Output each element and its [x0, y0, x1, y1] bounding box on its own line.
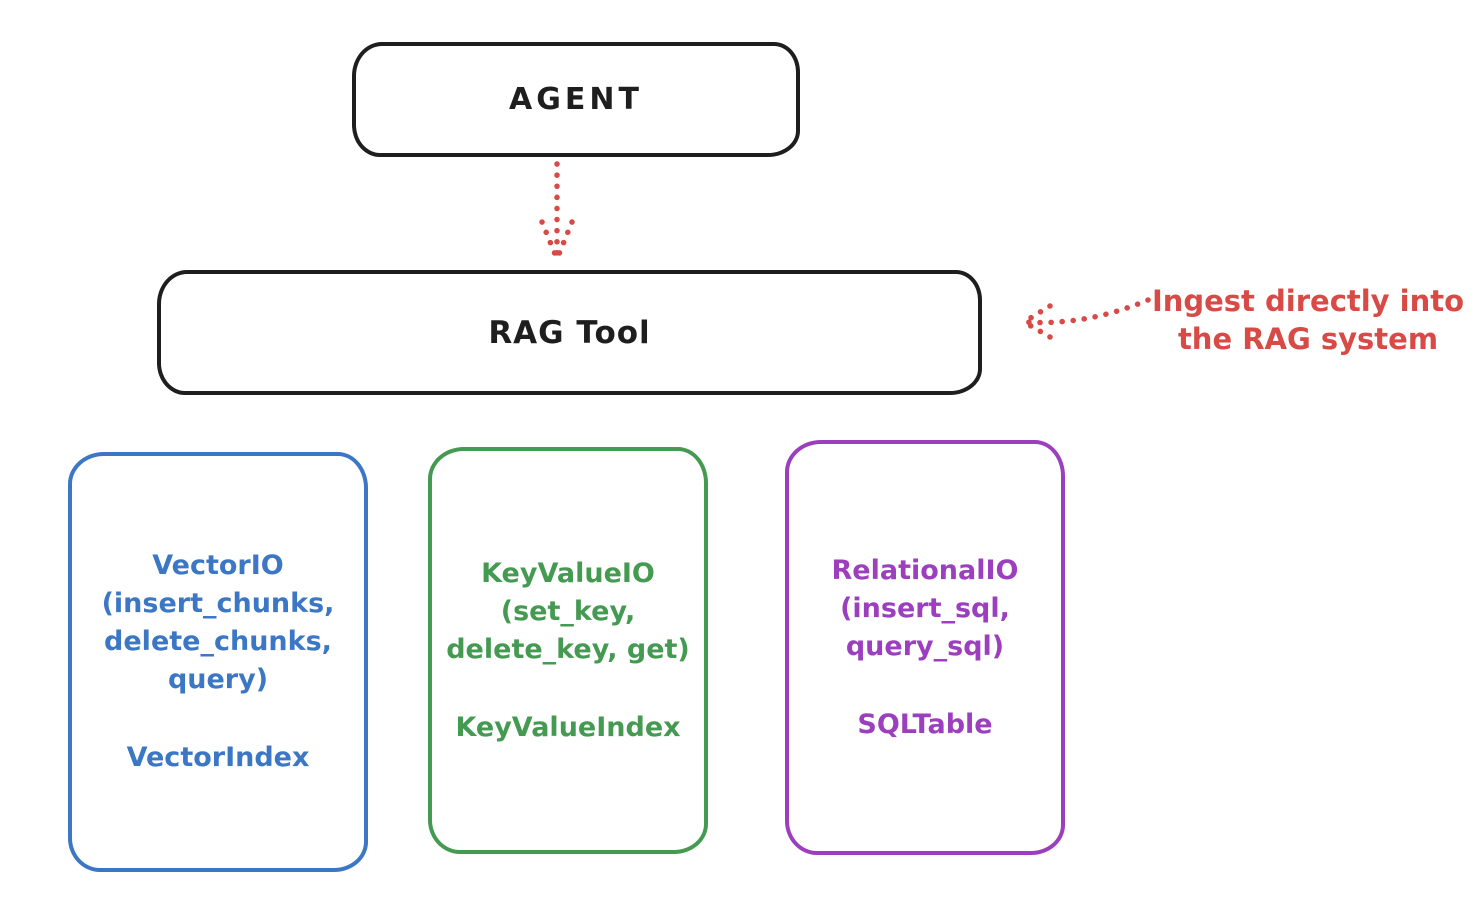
ingest-annotation-line2: the RAG system	[1177, 322, 1439, 356]
keyvalue-io-api-label: KeyValueIO (set_key, delete_key, get)	[446, 557, 690, 665]
agent-label: AGENT	[509, 82, 643, 117]
rag-tool-label: RAG Tool	[488, 314, 651, 351]
dotted-down-arrow-icon	[539, 161, 575, 262]
ingest-arrow	[1008, 278, 1154, 340]
rag-tool-box: RAG Tool	[157, 270, 982, 395]
sql-table-label: SQLTable	[857, 708, 993, 740]
vector-io-box: VectorIO (insert_chunks, delete_chunks, …	[68, 452, 368, 872]
ingest-annotation-line1: Ingest directly into	[1151, 284, 1465, 318]
vector-io-api-label: VectorIO (insert_chunks, delete_chunks, …	[101, 550, 335, 695]
dotted-left-arrow-icon	[1021, 297, 1151, 340]
keyvalue-index-label: KeyValueIndex	[455, 711, 681, 743]
relational-io-box: RelationalIO (insert_sql, query_sql) SQL…	[785, 440, 1065, 855]
agent-to-ragtool-arrow	[535, 158, 579, 268]
relational-io-api-label: RelationalIO (insert_sql, query_sql)	[831, 554, 1019, 662]
ingest-annotation: Ingest directly into the RAG system	[1138, 282, 1478, 358]
keyvalue-io-box: KeyValueIO (set_key, delete_key, get) Ke…	[428, 447, 708, 854]
vector-index-label: VectorIndex	[126, 742, 310, 773]
agent-box: AGENT	[352, 42, 800, 157]
